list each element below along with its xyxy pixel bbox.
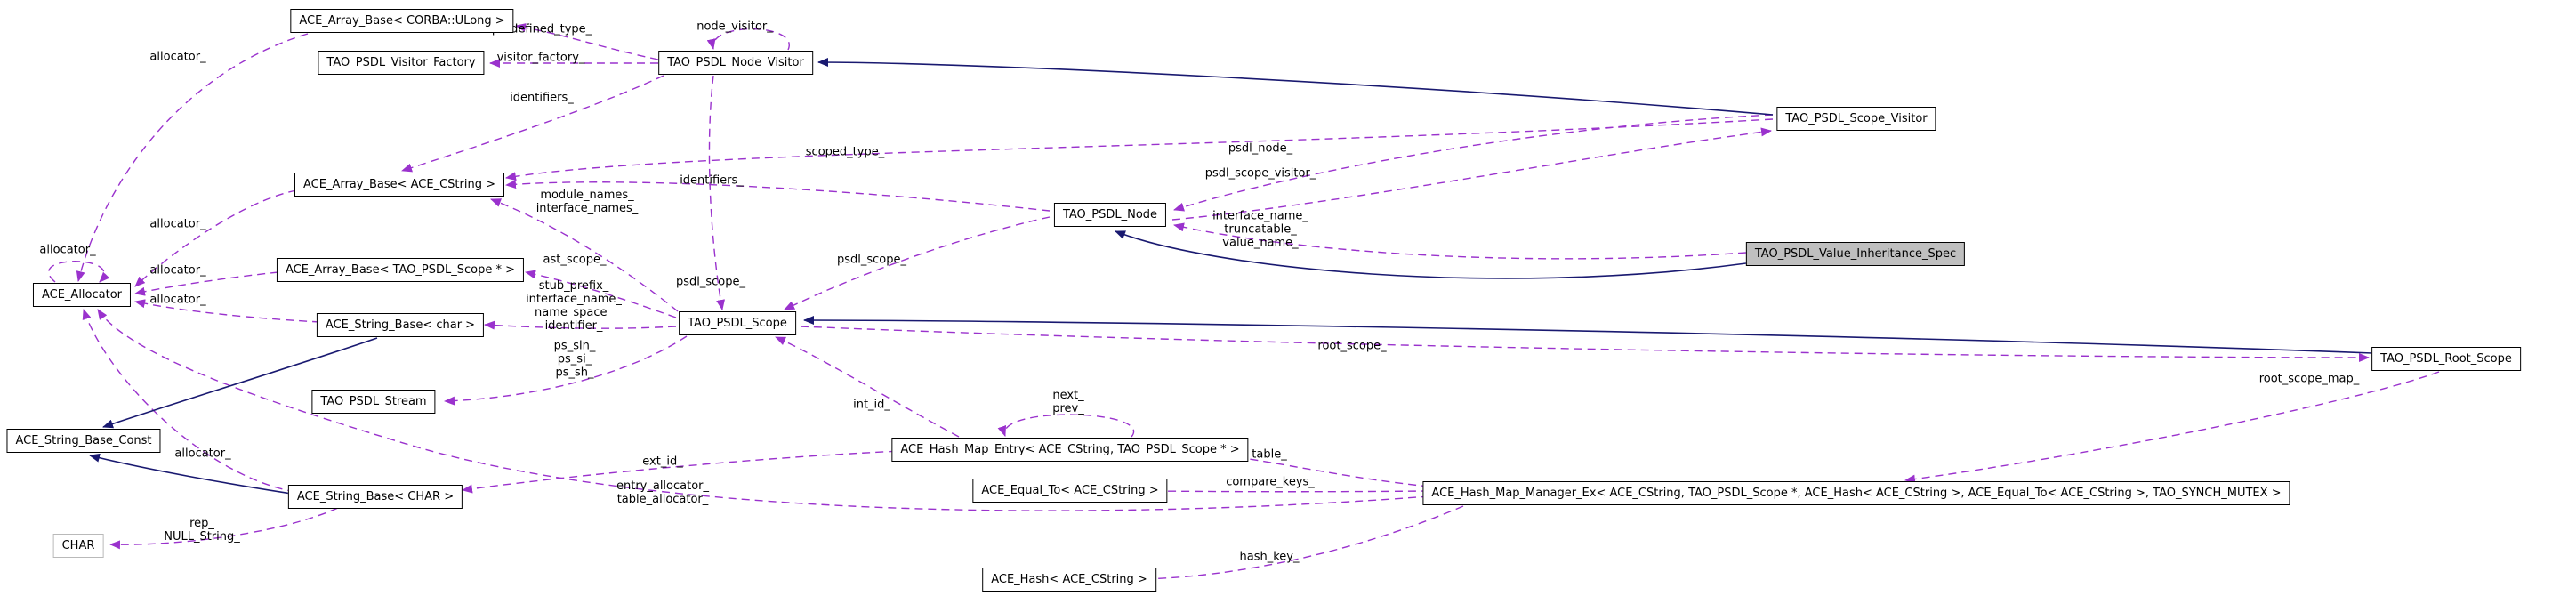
class-node-char[interactable]: CHAR [52, 534, 104, 558]
edge-entry-self-loop [997, 414, 1135, 438]
edge-label-scoped-type: scoped_type_ [805, 145, 885, 159]
edge-root-scope-to-manager [1904, 371, 2440, 484]
class-node-tao-psdl-root-scope[interactable]: TAO_PSDL_Root_Scope [2371, 347, 2521, 371]
class-node-tao-psdl-value-inheritance-spec[interactable]: TAO_PSDL_Value_Inheritance_Spec [1745, 242, 1966, 266]
class-node-ace-string-base-char[interactable]: ACE_String_Base< char > [316, 313, 485, 337]
inherit-scope-visitor-to-node-visitor [817, 58, 1774, 116]
edge-entry-to-string-CHAR [462, 449, 924, 494]
edge-label-psdl-node: psdl_node_ [1228, 141, 1293, 156]
edge-node-visitor-to-ulong-array [515, 23, 659, 60]
edge-label-identifiers-node: identifiers_ [680, 173, 744, 188]
edge-label-stub-iface-ns-ident: stub_prefix_interface_name_name_space_id… [526, 279, 622, 333]
class-node-tao-psdl-scope[interactable]: TAO_PSDL_Scope [679, 311, 796, 335]
class-node-tao-psdl-scope-visitor[interactable]: TAO_PSDL_Scope_Visitor [1776, 107, 1936, 131]
class-node-tao-psdl-stream[interactable]: TAO_PSDL_Stream [311, 390, 436, 414]
edge-label-psdl-scope-visitor: psdl_scope_visitor_ [1204, 166, 1316, 181]
edge-label-root-scope-map: root_scope_map_ [2258, 372, 2360, 386]
edge-label-ast-scope: ast_scope_ [543, 253, 607, 267]
edge-label-allocator-from-cstring-array: allocator_ [149, 217, 206, 231]
edge-string-CHAR-to-CHAR [109, 507, 339, 550]
edge-node-visitor-self-loop [706, 28, 790, 51]
inherit-string-char-to-const [102, 337, 378, 429]
edge-label-allocator-from-string-CHAR: allocator_ [174, 447, 231, 461]
edge-node-to-scope [784, 216, 1051, 310]
class-node-tao-psdl-node[interactable]: TAO_PSDL_Node [1053, 203, 1167, 227]
inherit-string-CHAR-to-const [89, 453, 316, 498]
class-node-ace-array-base-tao-psdl-scope-ptr[interactable]: ACE_Array_Base< TAO_PSDL_Scope * > [276, 258, 525, 282]
edge-node-to-cstring-array [505, 180, 1051, 212]
edge-label-visitor-factory: visitor_factory_ [496, 51, 585, 65]
edge-label-allocator-from-scope-ptr-array: allocator_ [149, 263, 206, 278]
class-node-ace-string-base-const[interactable]: ACE_String_Base_Const [6, 429, 161, 453]
edge-label-node-visitor-self: node_visitor_ [696, 20, 773, 34]
edge-label-interface-truncatable-value: interface_name_truncatable_value_name_ [1212, 209, 1308, 250]
edge-label-ext-id: ext_id_ [642, 455, 683, 469]
edge-label-compare-keys: compare_keys_ [1226, 475, 1315, 489]
edge-label-allocator-self: allocator_ [39, 243, 96, 257]
edge-cstring-array-to-allocator [134, 189, 297, 287]
edge-scope-to-scope-ptr-array [525, 270, 677, 318]
edge-label-allocator-from-ulong-array: allocator_ [149, 50, 206, 64]
edge-label-rep-null-string: rep_NULL_String_ [164, 517, 240, 544]
edge-label-identifiers-node-visitor: identifiers_ [510, 91, 574, 105]
class-node-ace-string-base-CHAR[interactable]: ACE_String_Base< CHAR > [287, 485, 463, 509]
edge-entry-to-scope [775, 336, 960, 438]
edge-node-to-scope-visitor [1171, 127, 1772, 221]
edge-label-psdl-scope-b: psdl_scope_ [836, 253, 907, 267]
edge-allocator-self-loop [48, 261, 110, 283]
class-node-tao-psdl-node-visitor[interactable]: TAO_PSDL_Node_Visitor [658, 51, 813, 75]
edge-ulong-array-to-allocator [76, 33, 309, 282]
edge-scope-to-cstring-array [490, 198, 679, 312]
edge-scope-to-stream [444, 335, 688, 406]
edge-label-table: table_ [1252, 447, 1287, 462]
class-node-ace-hash-map-manager-ex[interactable]: ACE_Hash_Map_Manager_Ex< ACE_CString, TA… [1422, 481, 2290, 505]
edge-label-psdl-scope-a: psdl_scope_ [675, 275, 746, 289]
class-node-ace-array-base-corba-ulong[interactable]: ACE_Array_Base< CORBA::ULong > [290, 9, 514, 33]
edge-scope-ptr-array-to-allocator [134, 271, 279, 296]
class-node-ace-array-base-ace-cstring[interactable]: ACE_Array_Base< ACE_CString > [294, 173, 505, 197]
edge-label-root-scope: root_scope_ [1317, 339, 1387, 353]
edge-label-ps-sin-si-sh: ps_sin_ps_si_ps_sh_ [553, 339, 596, 380]
class-node-ace-equal-to[interactable]: ACE_Equal_To< ACE_CString > [972, 479, 1168, 503]
edge-label-next-prev: next_prev_ [1052, 389, 1084, 415]
inherit-root-scope-to-scope [803, 316, 2373, 354]
edge-string-char-to-allocator [134, 299, 321, 323]
edge-manager-to-allocator [97, 309, 1430, 511]
edge-label-allocator-from-string-char: allocator_ [149, 293, 206, 307]
class-node-ace-hash-map-entry[interactable]: ACE_Hash_Map_Entry< ACE_CString, TAO_PSD… [891, 438, 1249, 462]
edge-node-visitor-to-cstring-array [401, 75, 664, 173]
edge-value-spec-to-node [1173, 222, 1747, 260]
edge-label-entry-table-allocator: entry_allocator_table_allocator_ [616, 479, 710, 506]
edge-scope-visitor-to-node [1173, 114, 1774, 212]
edge-label-hash-key: hash_key_ [1239, 550, 1300, 564]
edge-scope-to-string-char [484, 320, 677, 330]
inherit-value-spec-to-node [1115, 230, 1747, 279]
edge-manager-to-entry [1220, 451, 1430, 487]
edge-node-visitor-to-scope [708, 75, 726, 310]
class-node-ace-hash[interactable]: ACE_Hash< ACE_CString > [982, 568, 1156, 592]
edge-label-int-id: int_id_ [853, 398, 890, 412]
edge-string-CHAR-to-allocator [82, 309, 296, 493]
edge-label-module-interface-names: module_names_interface_names_ [535, 189, 639, 215]
class-node-tao-psdl-visitor-factory[interactable]: TAO_PSDL_Visitor_Factory [318, 51, 485, 75]
edge-manager-to-hash [1143, 505, 1464, 584]
edge-manager-to-equal-to [1153, 487, 1430, 496]
edge-scope-visitor-to-cstring-array [505, 118, 1774, 181]
class-node-ace-allocator[interactable]: ACE_Allocator [32, 283, 132, 307]
